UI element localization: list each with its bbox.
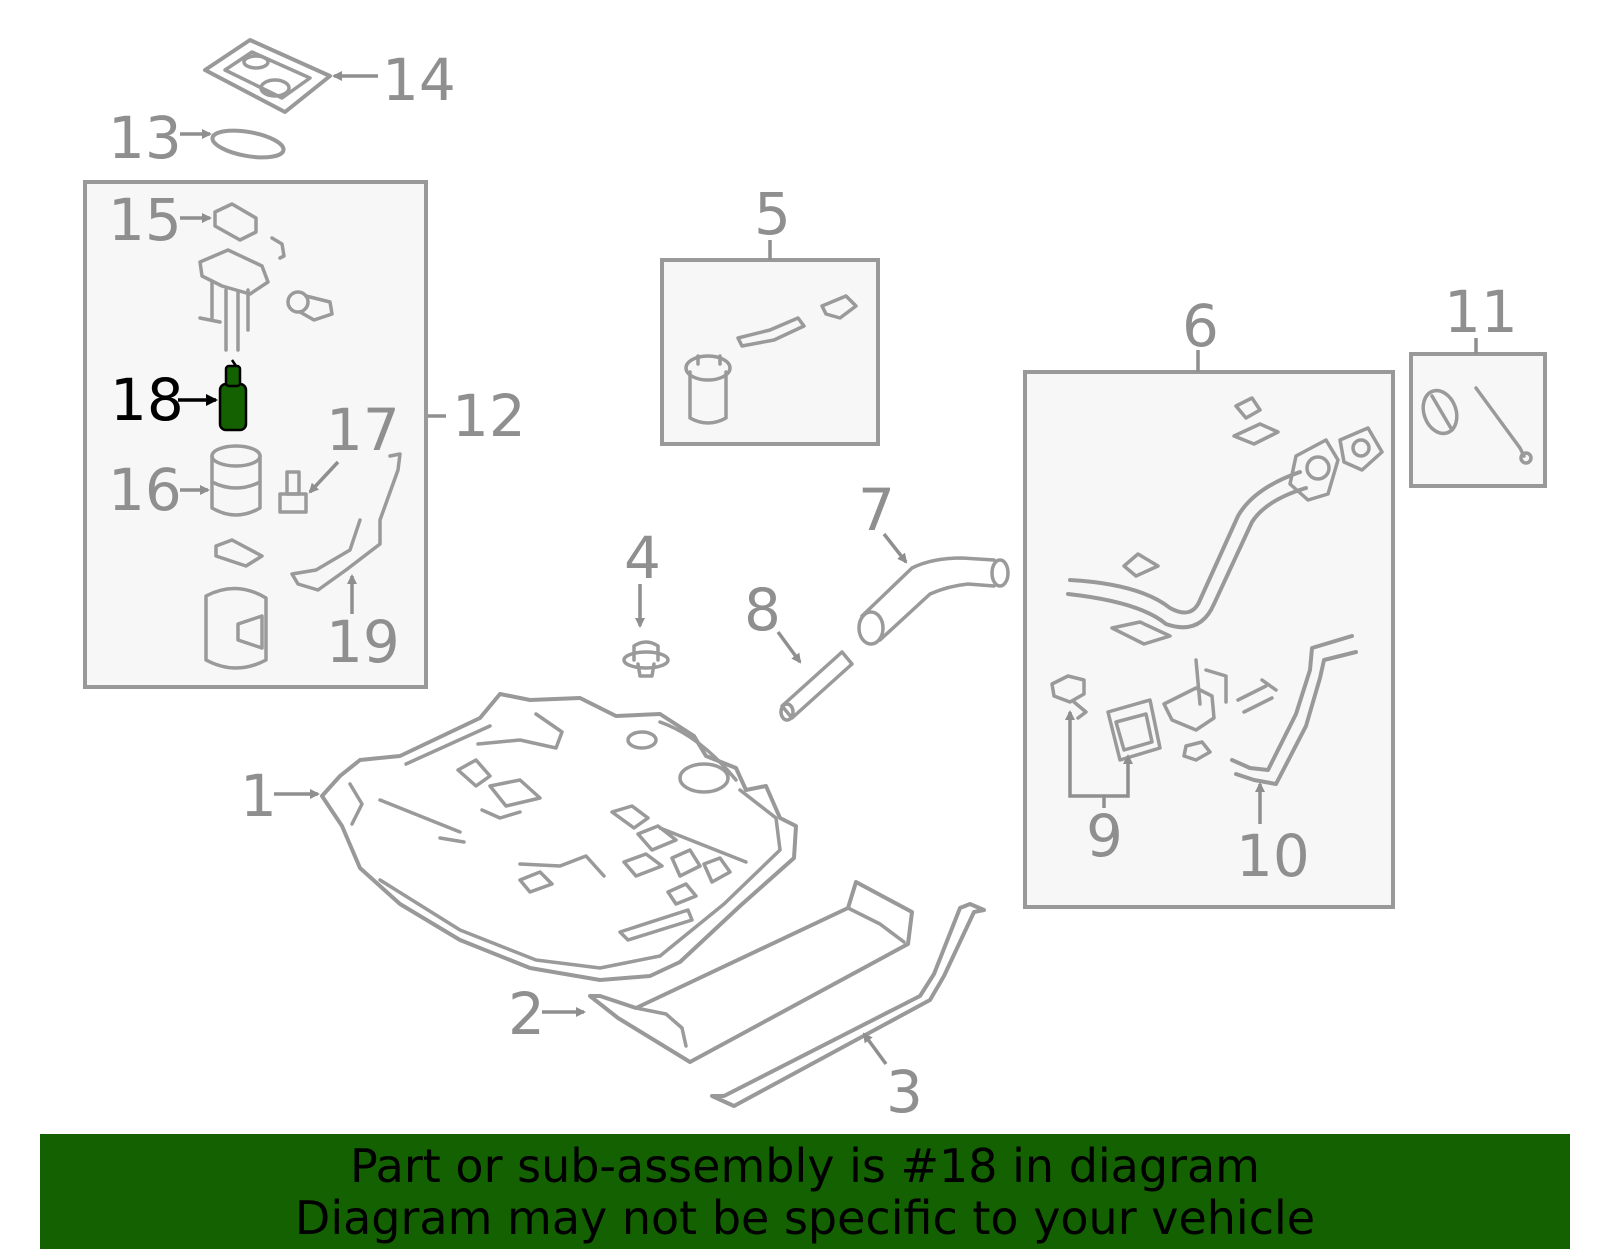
arrow-8 [776, 630, 802, 664]
callout-2: 2 [508, 980, 545, 1048]
part-18-fuel-pump[interactable] [218, 359, 248, 432]
part-7-hose[interactable] [857, 556, 1010, 646]
info-banner: Part or sub-assembly is #18 in diagram D… [40, 1134, 1570, 1249]
part-13-gasket[interactable] [210, 126, 286, 162]
box-part-11 [1409, 352, 1547, 488]
callout-3: 3 [886, 1058, 923, 1126]
box-filler-neck [1023, 370, 1395, 909]
arrow-3 [862, 1032, 888, 1066]
part-9-parts[interactable] [1050, 674, 1162, 762]
callout-17: 17 [326, 396, 400, 464]
part-2-shield[interactable] [588, 880, 914, 1064]
box-part-5 [660, 258, 880, 446]
callout-8: 8 [744, 576, 781, 644]
gasket-small [214, 538, 264, 568]
callout-6: 6 [1182, 292, 1219, 360]
callout-11: 11 [1444, 278, 1518, 346]
arrow-9b [1104, 754, 1133, 798]
part-15-clip[interactable] [213, 202, 258, 242]
part-17-valve[interactable] [278, 470, 308, 514]
callout-12: 12 [452, 382, 526, 450]
part-19-sender[interactable] [290, 452, 402, 592]
callout-7: 7 [858, 476, 895, 544]
banner-line-2: Diagram may not be specific to your vehi… [294, 1190, 1316, 1245]
part-1-fuel-tank[interactable] [320, 692, 798, 982]
box-fuel-pump-module [83, 180, 428, 689]
part-4-grommet[interactable] [622, 640, 670, 678]
callout-16: 16 [108, 456, 182, 524]
callout-15: 15 [108, 186, 182, 254]
part-8-hose[interactable] [779, 650, 854, 722]
callout-4: 4 [624, 524, 661, 592]
part-14-cover-plate[interactable] [203, 38, 332, 114]
part-11-cap[interactable] [1417, 386, 1533, 465]
part-6-filler-neck[interactable] [1066, 396, 1384, 646]
callout-13: 13 [108, 104, 182, 172]
part-5-assembly[interactable] [684, 294, 858, 425]
regulator [286, 290, 334, 322]
arrow-7 [882, 532, 908, 564]
callout-1: 1 [240, 762, 277, 830]
part-10-hose[interactable] [1230, 634, 1358, 786]
arrow-9a [1065, 710, 1104, 798]
callout-19: 19 [326, 608, 400, 676]
part-16-filter[interactable] [210, 444, 262, 517]
callout-5: 5 [754, 180, 791, 248]
callout-9: 9 [1086, 802, 1123, 870]
small-clip [270, 236, 286, 260]
callout-18: 18 [110, 366, 184, 434]
callout-10: 10 [1236, 822, 1310, 890]
callout-14: 14 [382, 46, 456, 114]
arrow-17 [308, 460, 340, 494]
pump-bracket[interactable] [198, 248, 270, 352]
vent-bracket [1162, 658, 1278, 762]
banner-line-1: Part or sub-assembly is #18 in diagram [350, 1138, 1260, 1193]
part-3-strap[interactable] [710, 902, 986, 1108]
pump-body [204, 586, 268, 670]
